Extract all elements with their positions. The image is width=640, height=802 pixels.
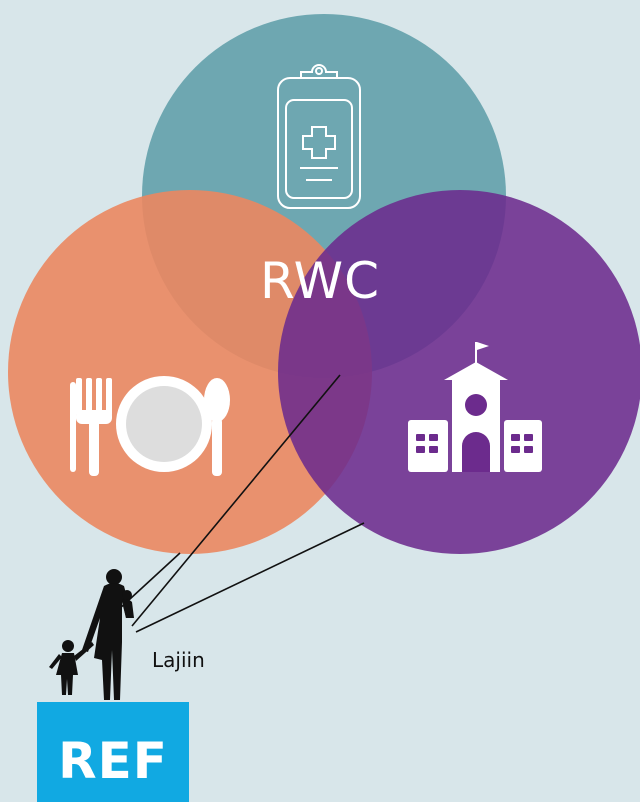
connector-line-school (135, 522, 365, 633)
connector-line-school-center (131, 374, 341, 627)
person-label: Lajiin (152, 648, 205, 672)
ref-logo-text: REF (58, 732, 168, 790)
fork-plate-spoon-icon (70, 376, 230, 476)
center-label: RWC (259, 252, 381, 310)
medical-clipboard-icon (277, 64, 361, 209)
school-building-icon (408, 342, 542, 472)
ref-logo: REF (37, 702, 189, 802)
family-silhouette-icon (49, 569, 134, 700)
